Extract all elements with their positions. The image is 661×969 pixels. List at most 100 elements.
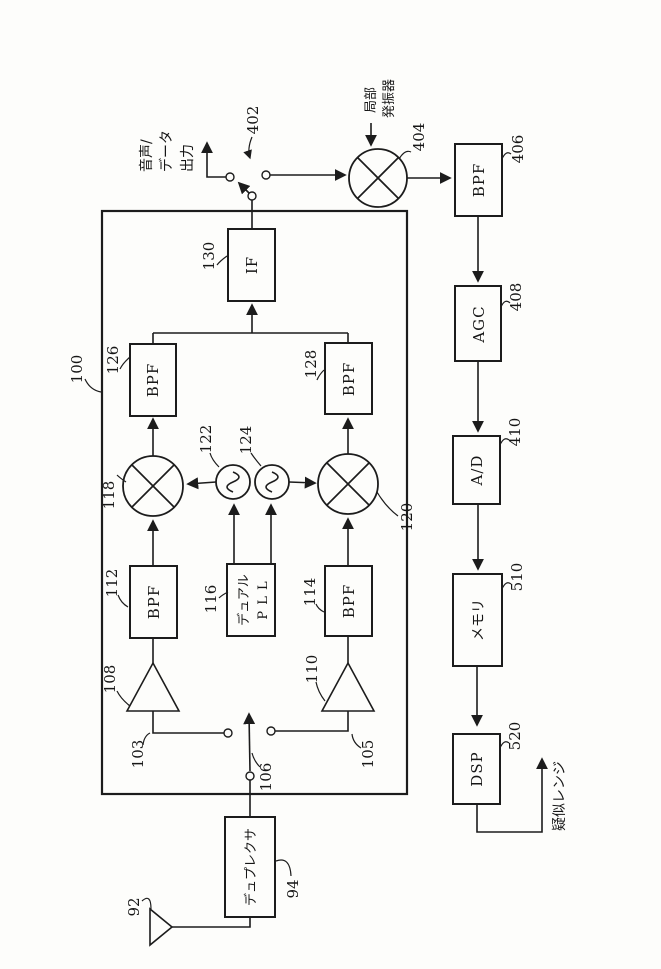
ref-110-label: 110	[303, 655, 321, 684]
antenna-icon	[149, 907, 174, 947]
output-switch: 402 音声/ データ 出力	[138, 106, 347, 201]
input-switch: 103 105 106	[129, 711, 377, 817]
if-label: IF	[243, 256, 261, 274]
duplexer-label: デュプレクサ	[243, 828, 259, 906]
ref-124-label: 124	[237, 426, 255, 455]
ref-103-leader	[142, 732, 151, 746]
antenna-symbol: 92	[125, 897, 251, 947]
adc-block: A/D 410	[452, 418, 524, 571]
ref-120-label: 120	[398, 503, 416, 532]
mixer-120-x2	[326, 462, 370, 506]
amp-108-icon	[125, 661, 181, 712]
ref-402-label: 402	[244, 106, 262, 135]
ref-92-label: 92	[125, 897, 143, 916]
amp-110-icon	[320, 661, 376, 712]
ref-404-leader	[398, 150, 412, 160]
ref-116-label: 116	[202, 585, 220, 614]
ref-410-label: 410	[506, 418, 524, 447]
ref-408-label: 408	[507, 283, 525, 312]
ref-108-leader	[116, 690, 131, 707]
ref-94-leader	[275, 859, 292, 877]
ref-100-leader	[84, 378, 102, 393]
duplexer-block: デュプレクサ 94	[224, 816, 302, 918]
audio-output-wire	[201, 141, 226, 178]
ref-116-leader	[218, 591, 229, 599]
ref-510-label: 510	[508, 563, 526, 592]
output-switch-contact-gps	[261, 170, 271, 180]
ref-402-leader	[243, 136, 253, 160]
switch-arm	[243, 712, 256, 772]
bpf-406-label: BPF	[470, 163, 488, 198]
mixer-120: 120	[317, 417, 416, 532]
audio-output-label-line2: データ	[158, 130, 175, 172]
local-osc-label-line2: 発振器	[382, 79, 397, 118]
ref-130-leader	[216, 255, 228, 266]
agc-block: AGC 408	[454, 283, 525, 433]
contact-103-wire	[152, 711, 224, 734]
ref-105-label: 105	[359, 740, 377, 769]
local-osc-label-line1: 局部	[364, 87, 379, 113]
bpf-112-label: BPF	[145, 585, 163, 620]
ref-128-label: 128	[302, 350, 320, 379]
osc-124-sine-icon	[265, 471, 279, 493]
receiver-box-outline	[100, 209, 409, 796]
bpf-128-block: BPF 128	[302, 342, 373, 415]
ref-120-leader	[376, 491, 399, 517]
bpf-406-block: BPF 406	[454, 135, 527, 283]
ref-118-label: 118	[100, 481, 118, 510]
ref-94-label: 94	[284, 879, 302, 898]
adc-label: A/D	[468, 455, 486, 487]
osc-122-sine-icon	[226, 471, 240, 493]
ref-112-label: 112	[103, 569, 121, 598]
ref-408-leader	[500, 300, 511, 308]
ref-108-label: 108	[101, 665, 119, 694]
bpf-112-block: BPF 112	[103, 519, 178, 639]
pseudorange-label: 疑似レンジ	[552, 761, 568, 831]
ref-410-leader	[499, 438, 510, 446]
oscillator-122: 122	[186, 425, 251, 500]
bpf-126-block: BPF 126	[104, 343, 177, 417]
ref-124-leader	[250, 452, 262, 467]
bpf-114-block: BPF 114	[301, 517, 373, 637]
ref-126-leader	[119, 356, 131, 370]
ref-105-leader	[351, 733, 362, 749]
ref-510-leader	[501, 582, 512, 590]
adc-box	[452, 435, 501, 505]
ref-128-leader	[316, 369, 325, 381]
ref-126-label: 126	[104, 346, 122, 375]
ref-406-label: 406	[509, 135, 527, 164]
agc-label: AGC	[470, 305, 488, 343]
ref-106-label: 106	[257, 763, 275, 792]
ref-110-leader	[315, 681, 326, 702]
dual-pll-label-line2: P L L	[256, 580, 271, 619]
bpf-126-label: BPF	[144, 363, 162, 398]
dsp-label: DSP	[468, 751, 486, 786]
if-combiner-bus	[152, 303, 349, 344]
mixer-118: 118	[100, 417, 184, 517]
amplifier-110: 110	[303, 636, 376, 712]
ref-106-leader	[251, 752, 261, 768]
bpf-128-label: BPF	[340, 362, 358, 397]
antenna-stem-wire	[171, 916, 251, 928]
ref-520-label: 520	[506, 722, 524, 751]
audio-output-label-line3: 出力	[180, 144, 196, 172]
oscillator-124: 124	[237, 426, 317, 500]
dual-pll-block: デュアル P L L 116	[202, 503, 277, 637]
ref-122-leader	[209, 452, 220, 468]
output-switch-arm	[237, 181, 251, 195]
ref-100-label: 100	[68, 355, 86, 384]
ref-406-leader	[501, 152, 512, 160]
pseudorange-wire	[476, 757, 548, 833]
mixer-404: 404 局部 発振器	[348, 79, 452, 208]
switch-contact-105	[266, 726, 276, 736]
dsp-block: DSP 520	[452, 722, 524, 805]
mixer-118-x2	[131, 464, 175, 508]
ref-114-leader	[315, 603, 325, 613]
switch-contact-103	[223, 728, 233, 738]
pseudorange-output: 疑似レンジ	[476, 757, 568, 833]
ref-520-leader	[499, 741, 510, 749]
ref-118-leader	[116, 474, 127, 483]
